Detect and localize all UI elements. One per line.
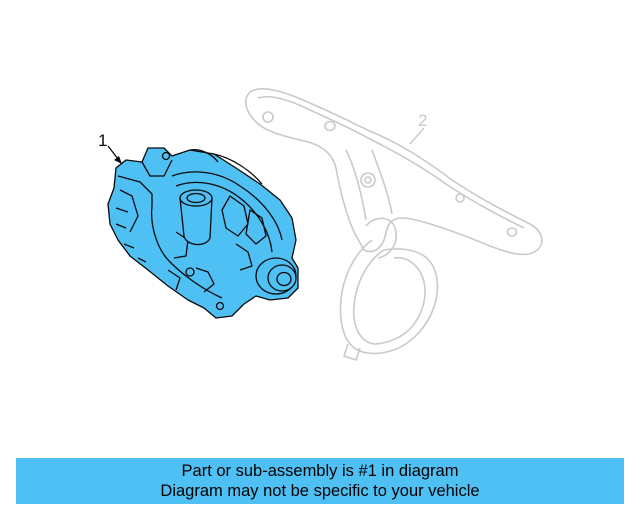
callout-number-1: 1: [98, 131, 107, 150]
bracket-part-2: [244, 88, 543, 361]
caption-line-part-number: Part or sub-assembly is #1 in diagram: [181, 462, 459, 480]
callout-arrowhead-1: [114, 156, 122, 164]
callout-number-2: 2: [418, 111, 427, 130]
parts-diagram: 2: [98, 88, 543, 361]
callout-leader-2: [409, 127, 425, 145]
caption-banner: Part or sub-assembly is #1 in diagram Di…: [16, 458, 624, 504]
caption-line-disclaimer: Diagram may not be specific to your vehi…: [160, 482, 480, 500]
pump-part-1: [107, 147, 299, 319]
